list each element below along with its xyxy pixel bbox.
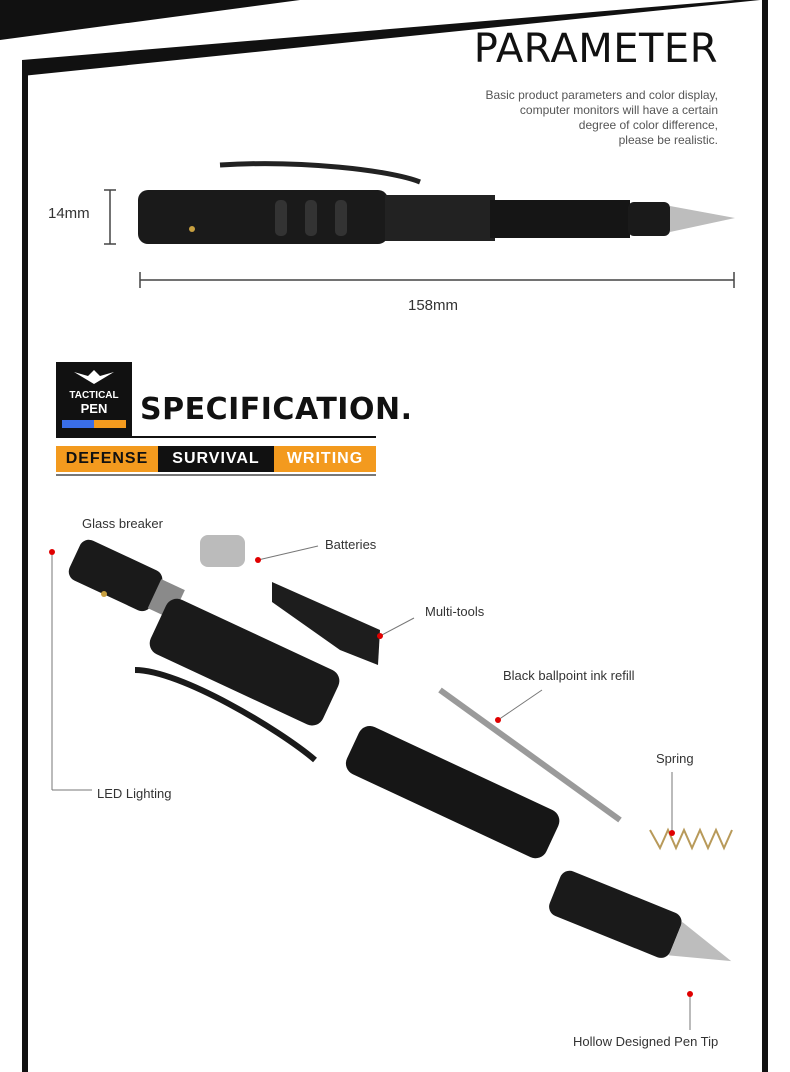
logo-color-bar: [62, 420, 126, 428]
label-ink-refill: Black ballpoint ink refill: [503, 668, 635, 683]
label-led: LED Lighting: [97, 786, 172, 801]
logo-line2: PEN: [80, 401, 108, 416]
dot-spring: [669, 830, 675, 836]
tag-survival: SURVIVAL: [158, 446, 274, 472]
diameter-label: 14mm: [48, 205, 90, 222]
specification-title: SPECIFICATION.: [140, 392, 413, 427]
tag-defense: DEFENSE: [56, 446, 158, 472]
dot-led: [49, 549, 55, 555]
dot-multitools: [377, 633, 383, 639]
eagle-icon: [74, 370, 114, 384]
dot-batteries: [255, 557, 261, 563]
tag-writing: WRITING: [274, 446, 376, 472]
parameter-title: PARAMETER: [473, 26, 718, 72]
tactical-pen-logo: TACTICAL PEN: [56, 362, 132, 436]
dimension-lines: [104, 189, 735, 288]
dot-pen-tip: [687, 991, 693, 997]
pen-assembled-image: [138, 161, 735, 244]
label-batteries: Batteries: [325, 537, 377, 552]
logo-line1: TACTICAL: [69, 390, 119, 401]
length-label: 158mm: [408, 297, 459, 314]
label-glass-breaker: Glass breaker: [82, 516, 163, 531]
dot-ink-refill: [495, 717, 501, 723]
label-multi-tools: Multi-tools: [425, 604, 485, 619]
spec-divider-top: [56, 436, 376, 438]
label-pen-tip: Hollow Designed Pen Tip: [573, 1034, 719, 1049]
pen-exploded-image: [68, 535, 733, 962]
label-spring: Spring: [656, 751, 694, 766]
spec-divider-bottom: [56, 474, 376, 476]
parameter-subtitle: Basic product parameters and color displ…: [485, 88, 718, 147]
